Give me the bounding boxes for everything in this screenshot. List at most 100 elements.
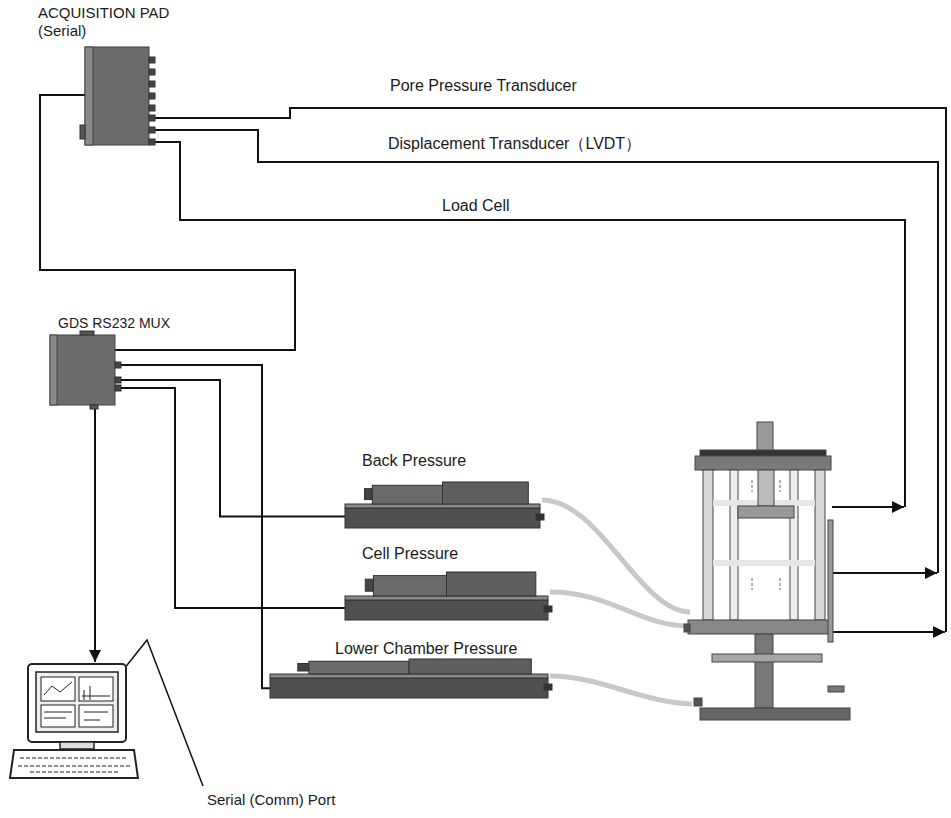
computer <box>10 664 138 778</box>
pore-pressure-arrow <box>832 631 945 633</box>
pump-part <box>365 579 373 591</box>
pump-part <box>536 514 544 520</box>
node-heading: Back Pressure <box>362 452 466 470</box>
pump-part <box>270 674 548 678</box>
triaxial-cell <box>712 654 822 662</box>
triaxial-cell <box>700 450 826 456</box>
node-heading: Lower Chamber Pressure <box>335 640 517 658</box>
pump-part <box>544 606 552 612</box>
pump-symbol <box>345 572 548 620</box>
pad-part <box>149 105 155 111</box>
pore-pressure-wire <box>149 108 946 632</box>
pump-part <box>345 596 548 600</box>
pump-part <box>443 482 529 504</box>
pressure-controller: Back Pressure <box>345 452 545 528</box>
triaxial-cell <box>684 624 690 632</box>
pump-part <box>447 572 536 596</box>
mux-part <box>90 405 98 409</box>
pump-symbol <box>345 482 540 528</box>
node-heading: Cell Pressure <box>362 545 458 563</box>
triaxial-cell <box>694 698 702 706</box>
pump-part <box>365 489 373 500</box>
serial-cable <box>94 406 96 662</box>
load-cell-arrow <box>832 506 904 508</box>
pad-part <box>149 93 155 99</box>
mux-part <box>50 335 57 405</box>
triaxial-cell <box>684 422 850 720</box>
computer <box>41 677 75 701</box>
pressure-tube <box>542 500 692 704</box>
triaxial-cell <box>752 480 780 590</box>
lower-chamber-tube <box>550 676 692 704</box>
triaxial-cell <box>828 520 833 642</box>
acquisition-pad: ACQUISITION PAD (Serial) <box>38 4 194 145</box>
triaxial-cell <box>688 620 830 634</box>
pad-part <box>149 127 155 133</box>
computer <box>41 705 75 727</box>
node-heading: ACQUISITION PAD (Serial) <box>38 4 190 40</box>
triaxial-cell <box>758 470 774 506</box>
pump-part <box>373 576 446 596</box>
pad-part <box>149 139 155 145</box>
pad-part <box>80 125 85 139</box>
computer <box>36 672 118 732</box>
triaxial-cell <box>713 560 815 566</box>
back-pressure-tube <box>542 500 690 612</box>
pump-symbol <box>270 659 548 698</box>
computer <box>44 682 110 720</box>
pad-part <box>85 47 93 145</box>
pump-part <box>345 600 548 620</box>
triaxial-cell <box>700 708 850 720</box>
triaxial-cell <box>828 686 844 692</box>
computer <box>10 750 138 778</box>
triaxial-cell <box>703 470 713 620</box>
serial-cable <box>121 365 270 688</box>
computer <box>28 664 126 742</box>
mux-part <box>115 377 121 383</box>
pump-part <box>409 659 531 674</box>
pressure-controller: Lower Chamber Pressure <box>270 640 550 698</box>
multiplexer: GDS RS232 MUX <box>50 314 190 405</box>
pad-part <box>149 81 155 87</box>
transducer-label: Load Cell <box>440 196 512 215</box>
pad-part <box>85 47 149 145</box>
pump-part <box>345 504 540 508</box>
serial-cable <box>121 380 345 517</box>
pump-part <box>544 684 552 690</box>
triaxial-cell <box>815 470 825 620</box>
transducer-label: Displacement Transducer（LVDT） <box>386 134 643 153</box>
mux-part <box>50 335 115 405</box>
pad-symbol <box>85 47 149 145</box>
triaxial-cell <box>755 634 773 708</box>
pump-part <box>298 664 309 672</box>
triaxial-cell <box>730 470 738 620</box>
triaxial-cell <box>790 470 798 620</box>
serial-cable <box>121 388 345 608</box>
transducer-label: Pore Pressure Transducer <box>388 76 579 95</box>
mux-part <box>115 362 121 368</box>
computer <box>79 705 113 727</box>
node-heading: GDS RS232 MUX <box>58 314 170 332</box>
triaxial-cell <box>738 506 794 518</box>
pad-part <box>149 115 155 121</box>
pad-part <box>149 69 155 75</box>
triaxial-cell <box>695 456 831 470</box>
pump-part <box>372 485 442 504</box>
pump-part <box>345 508 540 528</box>
displacement-arrow <box>832 572 937 574</box>
mux-part <box>115 385 121 391</box>
port-label: Serial (Comm) Port <box>205 790 337 809</box>
pad-part <box>149 57 155 63</box>
pump-part <box>309 661 409 674</box>
mux-symbol <box>50 335 115 405</box>
serial-cable <box>40 95 295 350</box>
cell-pressure-tube <box>550 592 688 626</box>
mux-part <box>80 331 94 335</box>
computer <box>60 742 94 749</box>
computer <box>18 758 130 772</box>
pump-part <box>270 678 548 698</box>
pressure-controller: Cell Pressure <box>345 545 550 620</box>
signal-wire <box>95 108 946 786</box>
